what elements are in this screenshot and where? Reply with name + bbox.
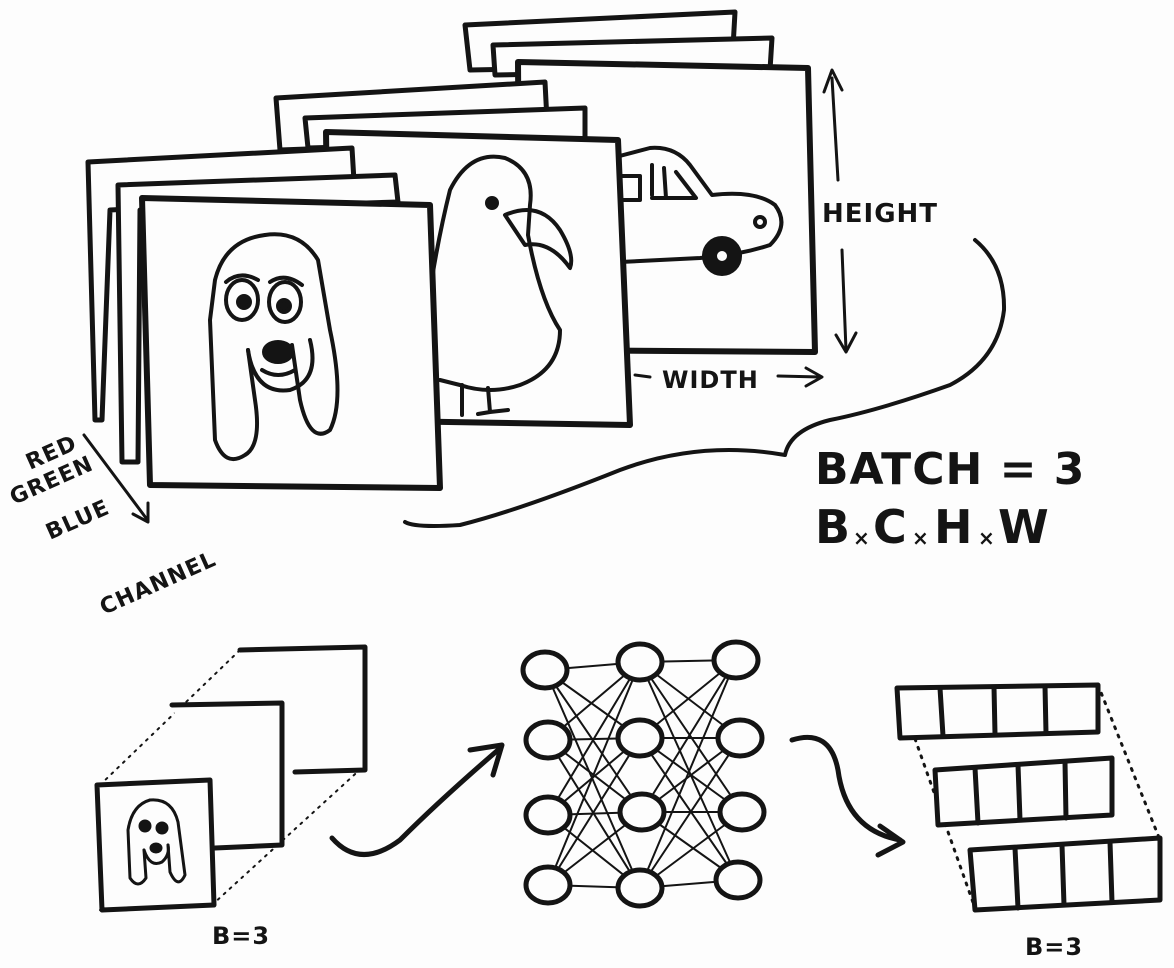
output-vector — [932, 755, 1115, 828]
arrow-to-network — [329, 742, 505, 857]
network-node — [520, 649, 570, 691]
height-arrow — [822, 68, 858, 354]
height-label: HEIGHT — [822, 199, 938, 229]
network-node — [615, 867, 665, 909]
network-node — [717, 791, 767, 833]
network-node — [615, 641, 665, 683]
channel-label: CHANNEL — [96, 547, 220, 620]
width-label: WIDTH — [662, 366, 759, 394]
network-node — [523, 864, 573, 906]
output-vector — [967, 835, 1163, 913]
svg-text:C: C — [873, 500, 908, 554]
car-drawing — [610, 145, 784, 276]
bird-drawing — [430, 154, 574, 417]
svg-text:×: × — [912, 526, 930, 550]
input-batch-label: B=3 — [212, 922, 270, 950]
svg-text:B: B — [815, 500, 851, 554]
network-node — [713, 859, 763, 901]
small-dog-drawing — [126, 798, 187, 886]
channel-arrow — [82, 433, 150, 524]
width-arrow — [633, 366, 824, 388]
network-node — [615, 717, 665, 759]
svg-text:×: × — [853, 526, 871, 550]
dog-drawing — [208, 232, 340, 461]
batch-callout-swoosh — [403, 238, 1007, 528]
network-node — [523, 719, 573, 761]
output-batch-label: B=3 — [1025, 933, 1083, 961]
input-batch-stack — [94, 644, 368, 913]
tensor-shape-label: B × C × H × W — [815, 500, 1050, 554]
batch-size-label: BATCH = 3 — [815, 444, 1085, 495]
svg-text:H: H — [934, 500, 974, 554]
network-node — [711, 639, 761, 681]
output-vectors — [894, 682, 1163, 913]
dog-image-stack — [85, 145, 443, 491]
network-node — [617, 791, 667, 833]
neural-network — [520, 639, 767, 909]
arrow-to-output — [789, 734, 906, 858]
svg-text:W: W — [998, 500, 1050, 554]
network-node — [523, 794, 573, 836]
network-node — [715, 717, 765, 759]
output-vector — [894, 682, 1101, 741]
channel-blue-label: BLUE — [42, 495, 113, 545]
svg-text:×: × — [978, 526, 996, 550]
